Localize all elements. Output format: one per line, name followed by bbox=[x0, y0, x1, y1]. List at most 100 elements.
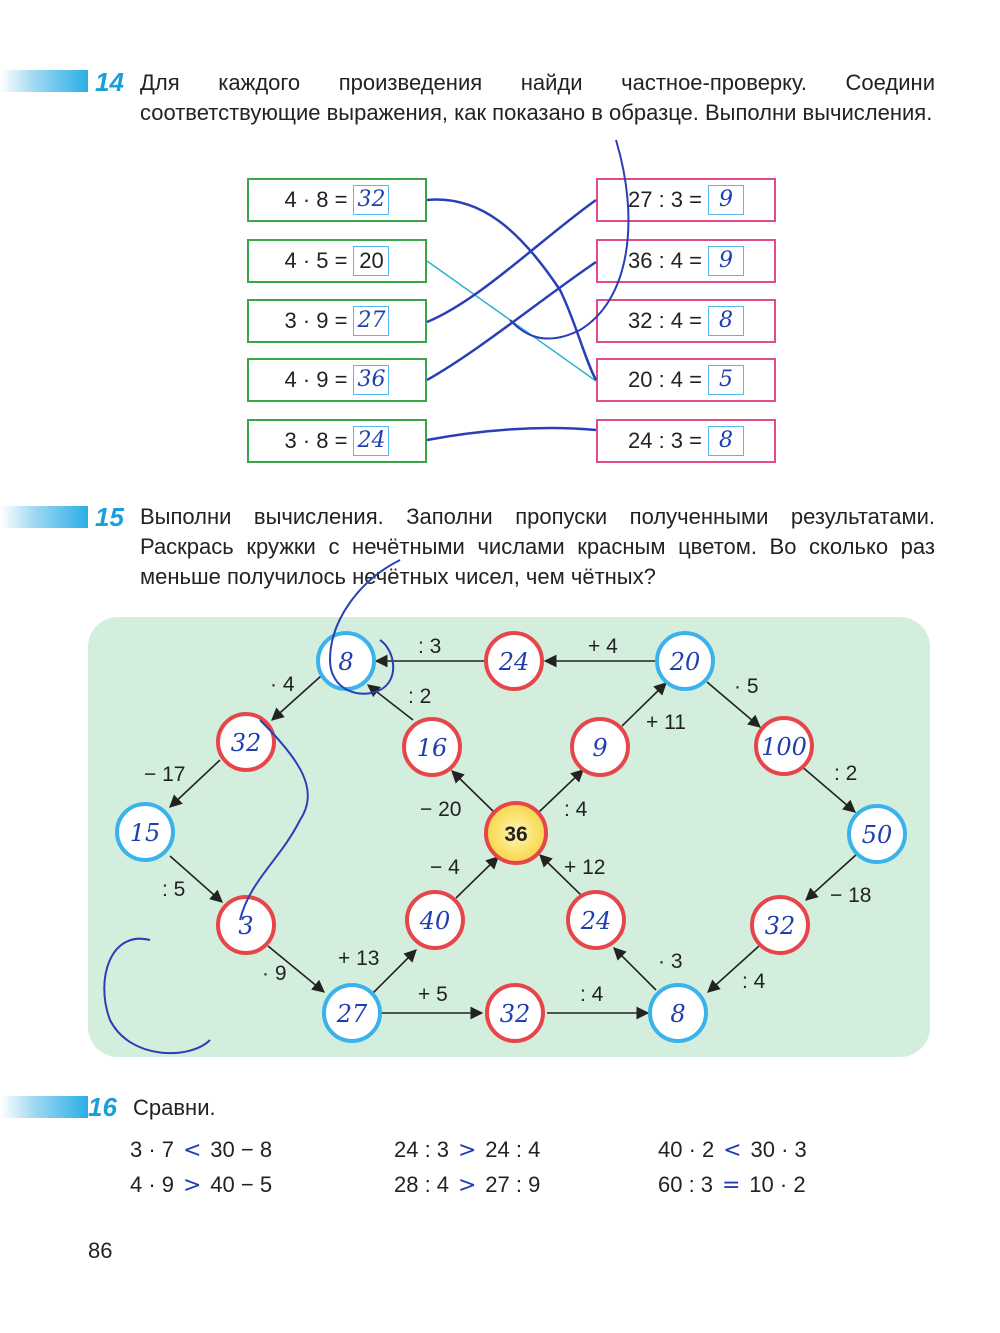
node-value: 32 bbox=[765, 912, 796, 940]
connector-lines bbox=[426, 139, 630, 442]
op-label: − 17 bbox=[144, 763, 185, 786]
quotient-answer[interactable]: 9 bbox=[708, 246, 744, 276]
op-label: : 4 bbox=[564, 798, 588, 821]
node-24[interactable]: 24 bbox=[566, 890, 626, 950]
op-label: · 4 bbox=[270, 673, 295, 696]
node-32[interactable]: 32 bbox=[216, 712, 276, 772]
graph-nodes: 8 24 20 32 16 9 100 15 50 3 40 24 32 27 … bbox=[115, 631, 907, 1043]
compare-item: 3 · 7 < 30 − 8 bbox=[130, 1137, 273, 1164]
node-value: 100 bbox=[761, 733, 807, 761]
compare-sign[interactable]: = bbox=[721, 1173, 741, 1199]
compare-item: 60 : 3 = 10 · 2 bbox=[658, 1172, 806, 1199]
product-expr: 4 · 8 = bbox=[284, 187, 348, 212]
edge bbox=[706, 681, 761, 728]
node-value: 24 bbox=[580, 907, 612, 935]
node-value: 32 bbox=[500, 1000, 531, 1028]
node-16[interactable]: 16 bbox=[402, 717, 462, 777]
node-9[interactable]: 9 bbox=[570, 717, 630, 777]
op-label: · 9 bbox=[262, 962, 287, 985]
compare-item: 40 · 2 < 30 · 3 bbox=[658, 1137, 807, 1164]
node-value: 32 bbox=[231, 729, 262, 757]
product-box-2: 4 · 5 =20 bbox=[247, 239, 427, 283]
product-box-3: 3 · 9 =27 bbox=[247, 299, 427, 343]
product-answer[interactable]: 24 bbox=[353, 426, 390, 456]
node-value: 27 bbox=[336, 1000, 368, 1028]
page-number: 86 bbox=[88, 1238, 113, 1263]
quotient-answer[interactable]: 9 bbox=[708, 185, 744, 215]
compare-item: 4 · 9 > 40 − 5 bbox=[130, 1172, 273, 1199]
edge bbox=[371, 949, 417, 995]
center-value: 36 bbox=[504, 823, 527, 846]
edge bbox=[799, 764, 856, 813]
node-value: 20 bbox=[669, 648, 701, 676]
node-value: 9 bbox=[592, 734, 607, 762]
hand-scribbles bbox=[103, 559, 401, 1055]
task-14-number: 14 bbox=[95, 67, 124, 97]
node-100[interactable]: 100 bbox=[754, 716, 814, 776]
quotient-answer[interactable]: 8 bbox=[708, 426, 744, 456]
edge bbox=[621, 682, 667, 727]
node-value: 3 bbox=[238, 912, 253, 940]
node-value: 16 bbox=[417, 734, 448, 762]
edge bbox=[613, 947, 657, 991]
product-expr: 3 · 9 = bbox=[284, 308, 348, 333]
op-label: + 13 bbox=[338, 947, 379, 970]
product-answer[interactable]: 32 bbox=[353, 185, 390, 215]
node-8[interactable]: 8 bbox=[648, 983, 708, 1043]
node-value: 8 bbox=[670, 1000, 685, 1028]
graph-edges bbox=[169, 654, 858, 1020]
node-3[interactable]: 3 bbox=[216, 895, 276, 955]
op-label: : 4 bbox=[580, 983, 604, 1006]
edge bbox=[538, 769, 584, 813]
product-expr: 3 · 8 = bbox=[284, 428, 348, 453]
node-value: 15 bbox=[130, 819, 161, 847]
compare-sign[interactable]: > bbox=[457, 1173, 477, 1199]
compare-sign[interactable]: < bbox=[723, 1138, 742, 1164]
op-label: · 5 bbox=[734, 675, 759, 698]
node-value: 8 bbox=[338, 648, 353, 676]
node-20[interactable]: 20 bbox=[655, 631, 715, 691]
node-value: 50 bbox=[862, 821, 893, 849]
node-8[interactable]: 8 bbox=[316, 631, 376, 691]
quotient-box-1: 27 : 3 =9 bbox=[596, 178, 776, 222]
product-answer[interactable]: 27 bbox=[353, 306, 390, 336]
compare-sign[interactable]: > bbox=[457, 1138, 477, 1164]
node-27[interactable]: 27 bbox=[322, 983, 382, 1043]
quotient-answer[interactable]: 8 bbox=[708, 306, 744, 336]
compare-sign[interactable]: < bbox=[182, 1138, 202, 1164]
hand-scribble-2 bbox=[328, 559, 401, 695]
hand-scribble-3 bbox=[239, 719, 309, 921]
quotient-expr: 27 : 3 = bbox=[627, 187, 702, 212]
node-32[interactable]: 32 bbox=[485, 983, 545, 1043]
product-answer[interactable]: 36 bbox=[353, 365, 390, 395]
product-answer: 20 bbox=[353, 246, 390, 276]
op-label: − 4 bbox=[430, 856, 460, 879]
edge bbox=[271, 675, 322, 721]
op-label: · 3 bbox=[658, 950, 683, 973]
node-15[interactable]: 15 bbox=[115, 802, 175, 862]
node-32[interactable]: 32 bbox=[750, 895, 810, 955]
node-50[interactable]: 50 bbox=[847, 804, 907, 864]
task-14-marker bbox=[0, 70, 88, 92]
task-16-number: 16 bbox=[88, 1092, 117, 1122]
op-label: + 4 bbox=[588, 635, 618, 658]
compare-sign[interactable]: > bbox=[182, 1173, 202, 1199]
edge bbox=[455, 856, 499, 899]
task-16-marker bbox=[0, 1096, 88, 1118]
op-label: + 11 bbox=[646, 711, 686, 734]
hand-connector-3 bbox=[426, 260, 597, 382]
edge bbox=[451, 770, 497, 815]
quotient-box-3: 32 : 4 =8 bbox=[596, 299, 776, 343]
edge bbox=[169, 759, 221, 808]
quotient-answer[interactable]: 5 bbox=[708, 365, 744, 395]
op-label: : 4 bbox=[742, 970, 766, 993]
hand-connector-1 bbox=[426, 198, 598, 381]
task-16-text: Сравни. bbox=[133, 1095, 216, 1120]
op-label: + 12 bbox=[564, 856, 605, 879]
op-label: : 2 bbox=[834, 762, 857, 785]
product-box-4: 4 · 9 =36 bbox=[247, 358, 427, 402]
node-40[interactable]: 40 bbox=[405, 890, 465, 950]
node-24[interactable]: 24 bbox=[484, 631, 544, 691]
op-label: + 5 bbox=[418, 983, 448, 1006]
